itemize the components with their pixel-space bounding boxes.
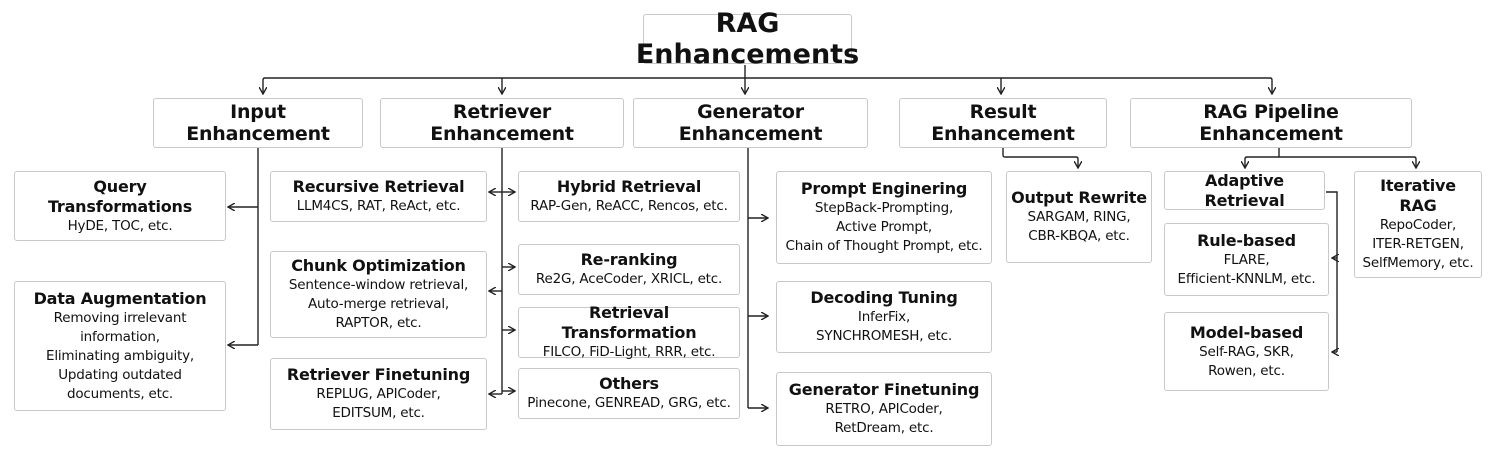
node-description: SARGAM, RING, CBR-KBQA, etc. <box>1027 209 1131 244</box>
node-title: Retrieval Transformation <box>561 303 697 342</box>
node-title: Retriever Finetuning <box>286 365 471 384</box>
root-bus-line <box>262 77 1273 81</box>
node-decoding-tuning: Decoding Tuning InferFix, SYNCHROMESH, e… <box>776 281 992 353</box>
node-description: RAP-Gen, ReACC, Rencos, etc. <box>530 198 728 214</box>
arrow-to-output-rewrite <box>1002 148 1078 168</box>
node-description: HyDE, TOC, etc. <box>67 217 173 234</box>
root-label: RAG Enhancements <box>635 8 860 70</box>
category-rag-pipeline-enhancement: RAG Pipeline Enhancement <box>1130 98 1412 148</box>
node-title: Decoding Tuning <box>810 288 958 307</box>
category-generator-enhancement: Generator Enhancement <box>633 98 868 148</box>
adaptive-trunk-line <box>1326 191 1338 352</box>
node-data-augmentation: Data Augmentation Removing irrelevant in… <box>14 281 226 411</box>
category-label: Input Enhancement <box>186 101 330 145</box>
node-title: Output Rewrite <box>1011 188 1147 207</box>
node-title: Generator Finetuning <box>788 380 980 399</box>
category-label: Generator Enhancement <box>678 101 823 145</box>
category-retriever-enhancement: Retriever Enhancement <box>380 98 624 148</box>
category-label: RAG Pipeline Enhancement <box>1199 101 1343 145</box>
node-description: StepBack-Prompting, Active Prompt, Chain… <box>785 200 983 254</box>
node-retriever-finetuning: Retriever Finetuning REPLUG, APICoder, E… <box>270 358 487 430</box>
node-recursive-retrieval: Recursive Retrieval LLM4CS, RAT, ReAct, … <box>270 171 487 222</box>
node-description: Re2G, AceCoder, XRICL, etc. <box>535 271 723 287</box>
node-hybrid-retrieval: Hybrid Retrieval RAP-Gen, ReACC, Rencos,… <box>518 171 740 222</box>
category-result-enhancement: Result Enhancement <box>899 98 1107 148</box>
category-label: Retriever Enhancement <box>430 101 574 145</box>
node-title: Query Transformations <box>47 176 193 216</box>
node-description: FILCO, FiD-Light, RRR, etc. <box>542 344 716 360</box>
node-output-rewrite: Output Rewrite SARGAM, RING, CBR-KBQA, e… <box>1006 171 1152 263</box>
node-description: InferFix, SYNCHROMESH, etc. <box>816 309 952 344</box>
node-description: Sentence-window retrieval, Auto-merge re… <box>288 277 469 331</box>
node-title: Others <box>599 374 659 393</box>
node-description: LLM4CS, RAT, ReAct, etc. <box>296 198 461 214</box>
node-description: RETRO, APICoder, RetDream, etc. <box>825 401 943 436</box>
node-description: RepoCoder, ITER-RETGEN, SelfMemory, etc. <box>1362 217 1474 271</box>
node-description: Pinecone, GENREAD, GRG, etc. <box>527 395 731 411</box>
node-title: Hybrid Retrieval <box>556 177 702 196</box>
node-prompt-engineering: Prompt Enginering StepBack-Prompting, Ac… <box>776 171 992 264</box>
pipeline-bus-line <box>1244 156 1417 160</box>
node-title: Recursive Retrieval <box>292 177 465 196</box>
node-title: Prompt Enginering <box>800 179 968 198</box>
node-title: Chunk Optimization <box>291 256 466 275</box>
node-query-transformations: Query Transformations HyDE, TOC, etc. <box>14 171 226 241</box>
node-description: REPLUG, APICoder, EDITSUM, etc. <box>316 386 441 421</box>
node-description: Self-RAG, SKR, Rowen, etc. <box>1199 343 1294 379</box>
node-title: Model-based <box>1189 322 1304 342</box>
node-generator-finetuning: Generator Finetuning RETRO, APICoder, Re… <box>776 372 992 446</box>
node-rule-based: Rule-based FLARE, Efficient-KNNLM, etc. <box>1164 223 1329 296</box>
category-input-enhancement: Input Enhancement <box>153 98 363 148</box>
node-model-based: Model-based Self-RAG, SKR, Rowen, etc. <box>1164 312 1329 391</box>
node-title: Re-ranking <box>580 250 678 269</box>
node-adaptive-retrieval: Adaptive Retrieval <box>1164 171 1325 210</box>
node-title: Iterative RAG <box>1380 176 1456 215</box>
node-title: Rule-based <box>1197 230 1296 250</box>
category-label: Result Enhancement <box>931 101 1075 145</box>
node-title: Adaptive Retrieval <box>1204 170 1285 210</box>
node-description: Removing irrelevant information, Elimina… <box>45 309 194 402</box>
node-re-ranking: Re-ranking Re2G, AceCoder, XRICL, etc. <box>518 244 740 295</box>
node-description: FLARE, Efficient-KNNLM, etc. <box>1177 251 1316 287</box>
root-node: RAG Enhancements <box>636 8 859 70</box>
node-title: Data Augmentation <box>33 288 207 308</box>
node-retrieval-transformation: Retrieval Transformation FILCO, FiD-Ligh… <box>518 303 740 360</box>
node-chunk-optimization: Chunk Optimization Sentence-window retri… <box>270 251 487 338</box>
node-others: Others Pinecone, GENREAD, GRG, etc. <box>518 368 740 419</box>
node-iterative-rag: Iterative RAG RepoCoder, ITER-RETGEN, Se… <box>1354 171 1482 278</box>
